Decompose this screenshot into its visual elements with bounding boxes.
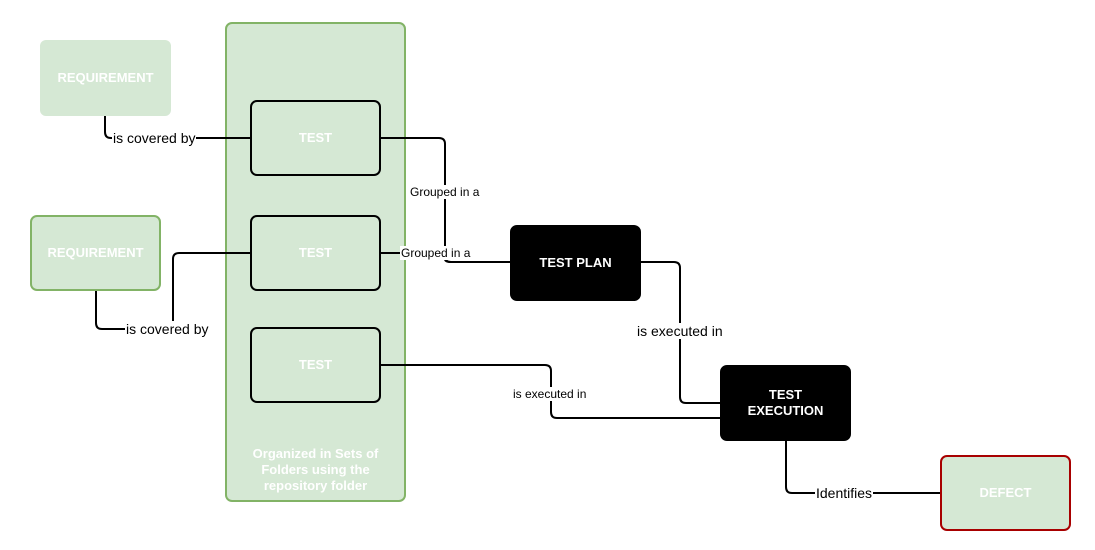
edge-label-executed-test3: is executed in: [512, 387, 588, 401]
edge-label-grouped-2: Grouped in a: [400, 246, 472, 260]
test-node-2-label: TEST: [298, 245, 333, 260]
test-plan-node-label: TEST PLAN: [539, 255, 612, 270]
edge-label-covered-top: is covered by: [112, 130, 197, 146]
edge-identifies: [785, 440, 940, 494]
test-node-1[interactable]: TEST: [250, 100, 381, 176]
edge-label-identifies: Identifies: [815, 485, 874, 501]
test-execution-node-label: TEST EXECUTION: [747, 387, 824, 418]
test-node-3-label: TEST: [298, 357, 333, 372]
edge-label-covered-mid: is covered by: [125, 321, 210, 337]
edge-label-executed-plan: is executed in: [636, 323, 724, 339]
test-plan-node[interactable]: TEST PLAN: [510, 225, 641, 301]
test-node-2[interactable]: TEST: [250, 215, 381, 291]
defect-node-label: DEFECT: [979, 485, 1032, 500]
test-node-1-label: TEST: [298, 130, 333, 145]
defect-node[interactable]: DEFECT: [940, 455, 1071, 531]
requirement-node-mid-label: REQUIREMENT: [47, 245, 144, 260]
requirement-node-top-label: REQUIREMENT: [57, 70, 154, 85]
requirement-node-mid[interactable]: REQUIREMENT: [30, 215, 161, 291]
test-execution-node[interactable]: TEST EXECUTION: [720, 365, 851, 441]
edge-covered-top: [104, 116, 250, 139]
edge-label-grouped-1: Grouped in a: [409, 185, 481, 199]
test-node-3[interactable]: TEST: [250, 327, 381, 403]
folder-caption: Organized in Sets of Folders using the r…: [252, 446, 379, 493]
requirement-node-top[interactable]: REQUIREMENT: [40, 40, 171, 116]
edge-grouped-1: [380, 137, 510, 263]
